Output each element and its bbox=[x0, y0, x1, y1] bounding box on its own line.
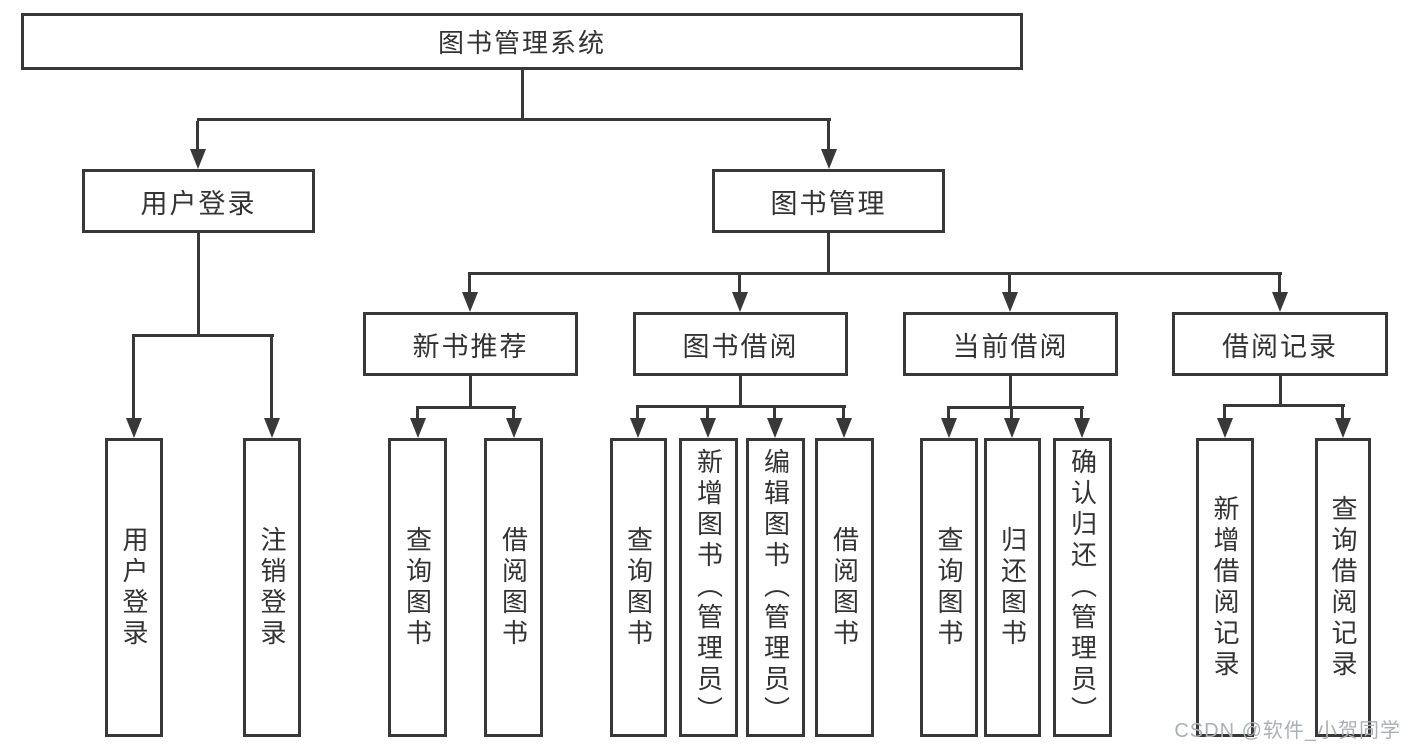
leaf-record-add-label: 新增借阅记录 bbox=[1210, 494, 1240, 681]
arrow-down-icon bbox=[1004, 418, 1020, 438]
leaf-user-login: 用户登录 bbox=[105, 438, 163, 737]
leaf-record-add: 新增借阅记录 bbox=[1196, 438, 1254, 737]
leaf-borrow-book: 借阅图书 bbox=[815, 438, 874, 737]
connector-rail-borrow-records bbox=[1223, 404, 1345, 407]
watermark: CSDN @软件_小贺同学 bbox=[1174, 720, 1401, 742]
connector-rail-new-book bbox=[416, 406, 516, 409]
connector-rail-level3 bbox=[468, 272, 1282, 275]
node-book-borrow-label: 图书借阅 bbox=[682, 331, 799, 362]
node-new-book-rec-label: 新书推荐 bbox=[412, 331, 529, 362]
connector-arrow-new-book bbox=[462, 275, 478, 312]
leaf-current-return: 归还图书 bbox=[984, 438, 1041, 737]
connector-rail-book-borrow bbox=[636, 405, 846, 408]
arrow-down-icon bbox=[126, 418, 142, 438]
connector-stem-book-borrow bbox=[739, 376, 742, 408]
connector-stem-book-mgmt bbox=[827, 233, 830, 275]
leaf-borrow-query: 查询图书 bbox=[610, 438, 667, 737]
connector-arrow-book-borrow bbox=[732, 275, 748, 312]
arrow-down-icon bbox=[700, 418, 716, 438]
arrow-down-icon bbox=[1217, 418, 1233, 438]
node-book-borrow: 图书借阅 bbox=[633, 312, 848, 376]
leaf-current-query-label: 查询图书 bbox=[934, 525, 964, 650]
node-book-mgmt: 图书管理 bbox=[712, 169, 945, 233]
connector-rail-level2 bbox=[197, 118, 831, 121]
leaf-current-return-label: 归还图书 bbox=[997, 525, 1028, 650]
leaf-borrow-book-label: 借阅图书 bbox=[829, 525, 860, 650]
leaf-logout-label: 注销登录 bbox=[257, 525, 287, 650]
connector-arrow-current-query bbox=[941, 408, 957, 438]
arrow-down-icon bbox=[1002, 292, 1018, 312]
leaf-borrow-query-label: 查询图书 bbox=[623, 525, 654, 650]
connector-arrow-book-mgmt bbox=[821, 121, 837, 169]
connector-stem-current-borrow bbox=[1009, 376, 1012, 409]
arrow-down-icon bbox=[506, 418, 522, 438]
arrow-down-icon bbox=[1335, 418, 1351, 438]
connector-arrow-user-login bbox=[190, 121, 206, 169]
node-current-borrow-label: 当前借阅 bbox=[952, 331, 1069, 362]
connector-stem-borrow-records bbox=[1279, 376, 1282, 407]
connector-rail-user-login bbox=[132, 334, 274, 337]
leaf-borrow-add-label: 新增图书（管理员） bbox=[693, 448, 724, 727]
leaf-newbook-query: 查询图书 bbox=[388, 438, 447, 737]
connector-rail-current-borrow bbox=[947, 406, 1084, 409]
arrow-down-icon bbox=[1074, 418, 1090, 438]
leaf-logout: 注销登录 bbox=[243, 438, 301, 737]
node-root-label: 图书管理系统 bbox=[437, 28, 606, 58]
connector-arrow-current-return bbox=[1004, 408, 1020, 438]
leaf-current-confirm-label: 确认归还（管理员） bbox=[1067, 448, 1098, 727]
node-book-mgmt-label: 图书管理 bbox=[770, 188, 887, 219]
leaf-current-query: 查询图书 bbox=[920, 438, 978, 737]
arrow-down-icon bbox=[821, 149, 837, 169]
arrow-down-icon bbox=[1272, 292, 1288, 312]
connector-arrow-borrow-edit bbox=[767, 407, 783, 438]
connector-arrow-current-borrow bbox=[1002, 275, 1018, 312]
leaf-borrow-add: 新增图书（管理员） bbox=[679, 438, 738, 737]
connector-arrow-record-query bbox=[1335, 406, 1351, 438]
arrow-down-icon bbox=[462, 292, 478, 312]
leaf-newbook-borrow-label: 借阅图书 bbox=[498, 525, 529, 650]
connector-stem-new-book bbox=[469, 376, 472, 409]
node-user-login: 用户登录 bbox=[82, 169, 315, 233]
connector-arrow-current-confirm bbox=[1074, 408, 1090, 438]
leaf-borrow-edit: 编辑图书（管理员） bbox=[746, 438, 805, 737]
connector-arrow-leaf-user-login bbox=[126, 336, 142, 438]
arrow-down-icon bbox=[410, 418, 426, 438]
arrow-down-icon bbox=[836, 418, 852, 438]
arrow-down-icon bbox=[190, 149, 206, 169]
connector-stem-root bbox=[521, 69, 524, 121]
connector-arrow-borrow-records bbox=[1272, 275, 1288, 312]
leaf-record-query-label: 查询借阅记录 bbox=[1328, 494, 1358, 681]
leaf-newbook-query-label: 查询图书 bbox=[402, 525, 433, 650]
connector-arrow-newbook-borrow bbox=[506, 408, 522, 438]
leaf-newbook-borrow: 借阅图书 bbox=[484, 438, 543, 737]
node-root: 图书管理系统 bbox=[21, 13, 1023, 70]
connector-stem-user-login bbox=[197, 233, 200, 337]
node-new-book-rec: 新书推荐 bbox=[363, 312, 578, 376]
node-current-borrow: 当前借阅 bbox=[903, 312, 1118, 376]
connector-arrow-borrow-book bbox=[836, 407, 852, 438]
arrow-down-icon bbox=[767, 418, 783, 438]
leaf-user-login-label: 用户登录 bbox=[119, 525, 149, 650]
connector-arrow-leaf-logout bbox=[264, 336, 280, 438]
connector-arrow-record-add bbox=[1217, 406, 1233, 438]
connector-arrow-newbook-query bbox=[410, 408, 426, 438]
leaf-borrow-edit-label: 编辑图书（管理员） bbox=[760, 448, 791, 727]
node-borrow-records-label: 借阅记录 bbox=[1222, 331, 1338, 362]
node-borrow-records: 借阅记录 bbox=[1172, 312, 1388, 376]
arrow-down-icon bbox=[630, 418, 646, 438]
arrow-down-icon bbox=[732, 292, 748, 312]
arrow-down-icon bbox=[264, 418, 280, 438]
node-user-login-label: 用户登录 bbox=[140, 188, 257, 219]
connector-arrow-borrow-add bbox=[700, 407, 716, 438]
leaf-current-confirm: 确认归还（管理员） bbox=[1053, 438, 1112, 737]
connector-arrow-borrow-query bbox=[630, 407, 646, 438]
arrow-down-icon bbox=[941, 418, 957, 438]
leaf-record-query: 查询借阅记录 bbox=[1315, 438, 1371, 737]
